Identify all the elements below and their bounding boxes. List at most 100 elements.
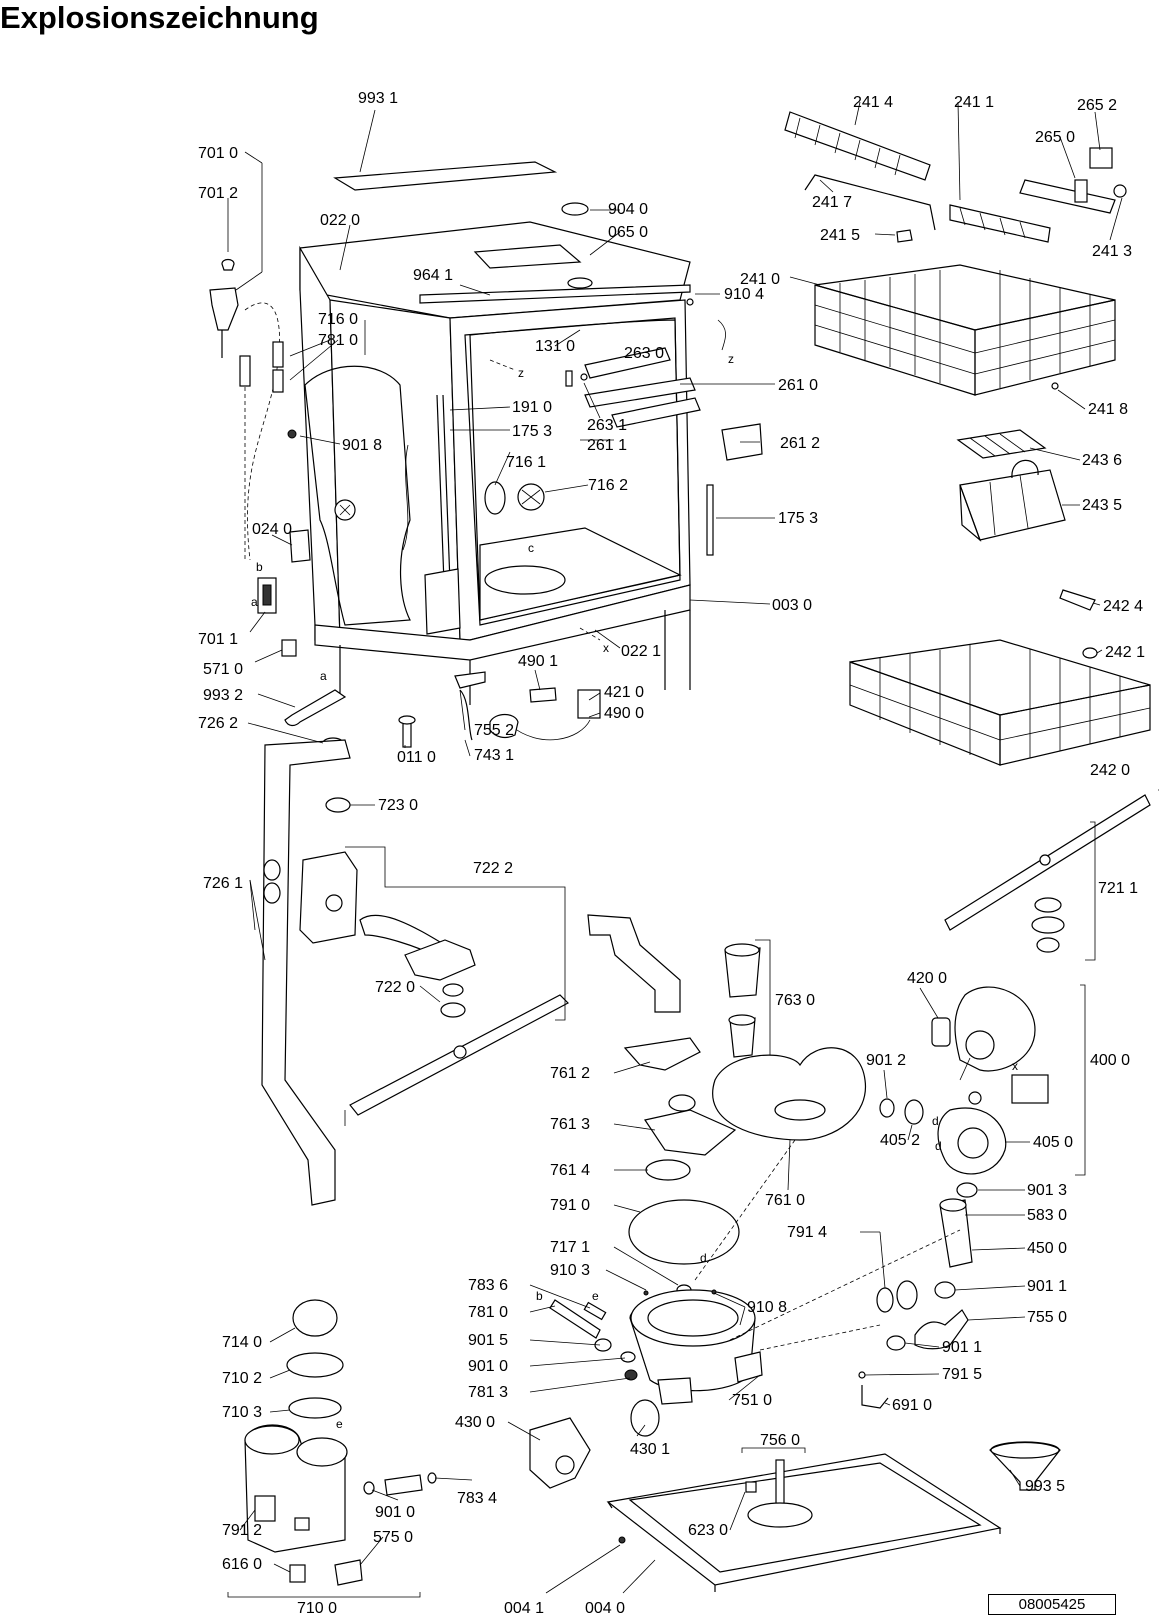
page-title: Explosionszeichnung bbox=[0, 0, 319, 35]
callout: 716 2 bbox=[588, 477, 628, 494]
callout: 710 3 bbox=[222, 1404, 262, 1421]
callout: 241 3 bbox=[1092, 243, 1132, 260]
callout: 243 6 bbox=[1082, 452, 1122, 469]
callout: 781 0 bbox=[318, 332, 358, 349]
leader-lines bbox=[227, 101, 1123, 1594]
callout: 405 0 bbox=[1033, 1134, 1073, 1151]
callout: 575 0 bbox=[373, 1529, 413, 1546]
callout: 241 7 bbox=[812, 194, 852, 211]
connection-letter: a bbox=[320, 669, 327, 683]
connection-letter: x bbox=[1012, 1059, 1018, 1073]
callout: 901 0 bbox=[375, 1504, 415, 1521]
callout: 265 0 bbox=[1035, 129, 1075, 146]
callout-labels: 993 1 701 0 701 2 022 0 964 1 904 0 065 … bbox=[198, 90, 1145, 1617]
callout: 583 0 bbox=[1027, 1207, 1067, 1224]
callout: 743 1 bbox=[474, 747, 514, 764]
callout: 022 1 bbox=[621, 643, 661, 660]
callout: 616 0 bbox=[222, 1556, 262, 1573]
callout: 791 5 bbox=[942, 1366, 982, 1383]
callout: 901 0 bbox=[468, 1358, 508, 1375]
connection-letter: e bbox=[592, 1289, 599, 1303]
callout: 242 1 bbox=[1105, 644, 1145, 661]
callout: 781 0 bbox=[468, 1304, 508, 1321]
callout: 241 1 bbox=[954, 94, 994, 111]
base-plate bbox=[606, 1441, 1061, 1592]
callout: 761 0 bbox=[765, 1192, 805, 1209]
callout: 726 2 bbox=[198, 715, 238, 732]
left-side-parts bbox=[209, 258, 601, 813]
callout: 623 0 bbox=[688, 1522, 728, 1539]
callout: 901 5 bbox=[468, 1332, 508, 1349]
callout: 710 2 bbox=[222, 1370, 262, 1387]
callout: 763 0 bbox=[775, 992, 815, 1009]
callout: 571 0 bbox=[203, 661, 243, 678]
callout: 004 1 bbox=[504, 1600, 544, 1617]
callout: 993 1 bbox=[358, 90, 398, 107]
connection-letter: d bbox=[935, 1139, 942, 1153]
connection-letter: d bbox=[932, 1114, 939, 1128]
callout: 755 0 bbox=[1027, 1309, 1067, 1326]
callout: 430 0 bbox=[455, 1414, 495, 1431]
callout: 901 1 bbox=[942, 1339, 982, 1356]
connection-letter: b bbox=[256, 560, 263, 574]
callout: 490 0 bbox=[604, 705, 644, 722]
callout: 004 0 bbox=[585, 1600, 625, 1617]
callout: 175 3 bbox=[778, 510, 818, 527]
callout: 716 0 bbox=[318, 311, 358, 328]
callout: 910 4 bbox=[724, 286, 764, 303]
callout: 723 0 bbox=[378, 797, 418, 814]
callout: 420 0 bbox=[907, 970, 947, 987]
callout: 993 2 bbox=[203, 687, 243, 704]
callout: 430 1 bbox=[630, 1441, 670, 1458]
callout: 191 0 bbox=[512, 399, 552, 416]
callout: 450 0 bbox=[1027, 1240, 1067, 1257]
callout: 910 8 bbox=[747, 1299, 787, 1316]
baskets-right bbox=[784, 111, 1159, 961]
callout: 761 2 bbox=[550, 1065, 590, 1082]
callout: 701 2 bbox=[198, 185, 238, 202]
connection-letters: b a z z c x a d e b e d x d bbox=[251, 352, 1018, 1431]
callout: 717 1 bbox=[550, 1239, 590, 1256]
callout: 783 4 bbox=[457, 1490, 497, 1507]
callout: 781 3 bbox=[468, 1384, 508, 1401]
connection-letter: c bbox=[528, 541, 534, 555]
document-number: 08005425 bbox=[988, 1594, 1116, 1615]
callout: 261 2 bbox=[780, 435, 820, 452]
callout: 400 0 bbox=[1090, 1052, 1130, 1069]
callout: 910 3 bbox=[550, 1262, 590, 1279]
connection-letter: d bbox=[700, 1251, 707, 1265]
callout: 691 0 bbox=[892, 1397, 932, 1414]
callout: 901 1 bbox=[1027, 1278, 1067, 1295]
connection-letter: x bbox=[603, 641, 609, 655]
callout: 901 3 bbox=[1027, 1182, 1067, 1199]
callout: 716 1 bbox=[506, 454, 546, 471]
wash-arms-left bbox=[261, 739, 569, 1206]
callout: 721 1 bbox=[1098, 880, 1138, 897]
callout: 490 1 bbox=[518, 653, 558, 670]
callout: 131 0 bbox=[535, 338, 575, 355]
callout: 901 2 bbox=[866, 1052, 906, 1069]
callout: 701 1 bbox=[198, 631, 238, 648]
callout: 761 4 bbox=[550, 1162, 590, 1179]
callout: 751 0 bbox=[732, 1392, 772, 1409]
callout: 265 2 bbox=[1077, 97, 1117, 114]
callout: 022 0 bbox=[320, 212, 360, 229]
callout: 241 0 bbox=[740, 271, 780, 288]
callout: 904 0 bbox=[608, 201, 648, 218]
callout: 761 3 bbox=[550, 1116, 590, 1133]
connection-letter: a bbox=[251, 595, 258, 609]
callout: 241 8 bbox=[1088, 401, 1128, 418]
callout: 791 4 bbox=[787, 1224, 827, 1241]
callout: 263 1 bbox=[587, 417, 627, 434]
connection-letter: e bbox=[336, 1417, 343, 1431]
callout: 714 0 bbox=[222, 1334, 262, 1351]
callout: 241 5 bbox=[820, 227, 860, 244]
callout: 003 0 bbox=[772, 597, 812, 614]
connection-letter: z bbox=[518, 366, 524, 380]
tub-drawing bbox=[299, 109, 763, 705]
callout: 243 5 bbox=[1082, 497, 1122, 514]
callout: 263 0 bbox=[624, 345, 664, 362]
callout: 722 0 bbox=[375, 979, 415, 996]
callout: 901 8 bbox=[342, 437, 382, 454]
